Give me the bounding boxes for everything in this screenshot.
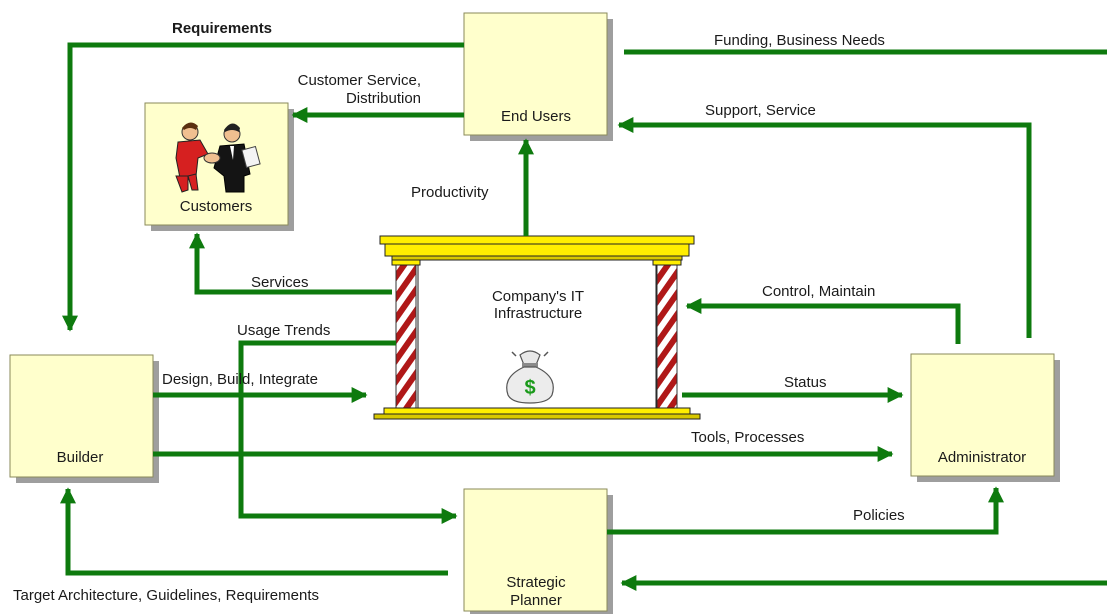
it-infrastructure-node: Company's IT Infrastructure $ (373, 235, 701, 420)
label-productivity: Productivity (411, 184, 489, 201)
label-policies: Policies (853, 507, 905, 524)
label-services: Services (251, 274, 309, 291)
money-bag-symbol: $ (524, 377, 535, 399)
end-users-node: End Users (463, 12, 613, 141)
label-design-build: Design, Build, Integrate (162, 371, 318, 388)
infrastructure-label-2: Infrastructure (494, 305, 582, 322)
strategic-planner-label-2: Planner (510, 592, 562, 609)
label-customer-service-2: Distribution (346, 90, 421, 107)
customers-label: Customers (180, 198, 253, 215)
label-customer-service-1: Customer Service, (298, 72, 421, 89)
handshake-people-icon (175, 122, 261, 193)
label-tools-processes: Tools, Processes (691, 429, 804, 446)
builder-label: Builder (57, 449, 104, 466)
label-funding: Funding, Business Needs (714, 32, 885, 49)
edge-services (188, 232, 392, 295)
edge-policies (607, 486, 1005, 535)
administrator-label: Administrator (938, 449, 1026, 466)
edge-control-maintain (685, 297, 961, 344)
money-bag-icon: $ (506, 350, 554, 404)
label-target-architecture: Target Architecture, Guidelines, Require… (13, 587, 319, 604)
label-control-maintain: Control, Maintain (762, 283, 875, 300)
label-requirements: Requirements (172, 20, 272, 37)
end-users-label: End Users (501, 108, 571, 125)
edge-usage-trends (238, 340, 458, 525)
label-support-service: Support, Service (705, 102, 816, 119)
strategic-planner-node: Strategic Planner (463, 488, 613, 614)
edge-target-architecture (59, 487, 448, 576)
edge-support-service (617, 116, 1032, 338)
label-status: Status (784, 374, 827, 391)
infrastructure-label-1: Company's IT (492, 288, 584, 305)
administrator-node: Administrator (910, 353, 1060, 482)
strategic-planner-label-1: Strategic (506, 574, 566, 591)
builder-node: Builder (9, 354, 159, 483)
edge-requirements (61, 42, 464, 332)
label-usage-trends: Usage Trends (237, 322, 330, 339)
customers-node: Customers (144, 102, 294, 231)
